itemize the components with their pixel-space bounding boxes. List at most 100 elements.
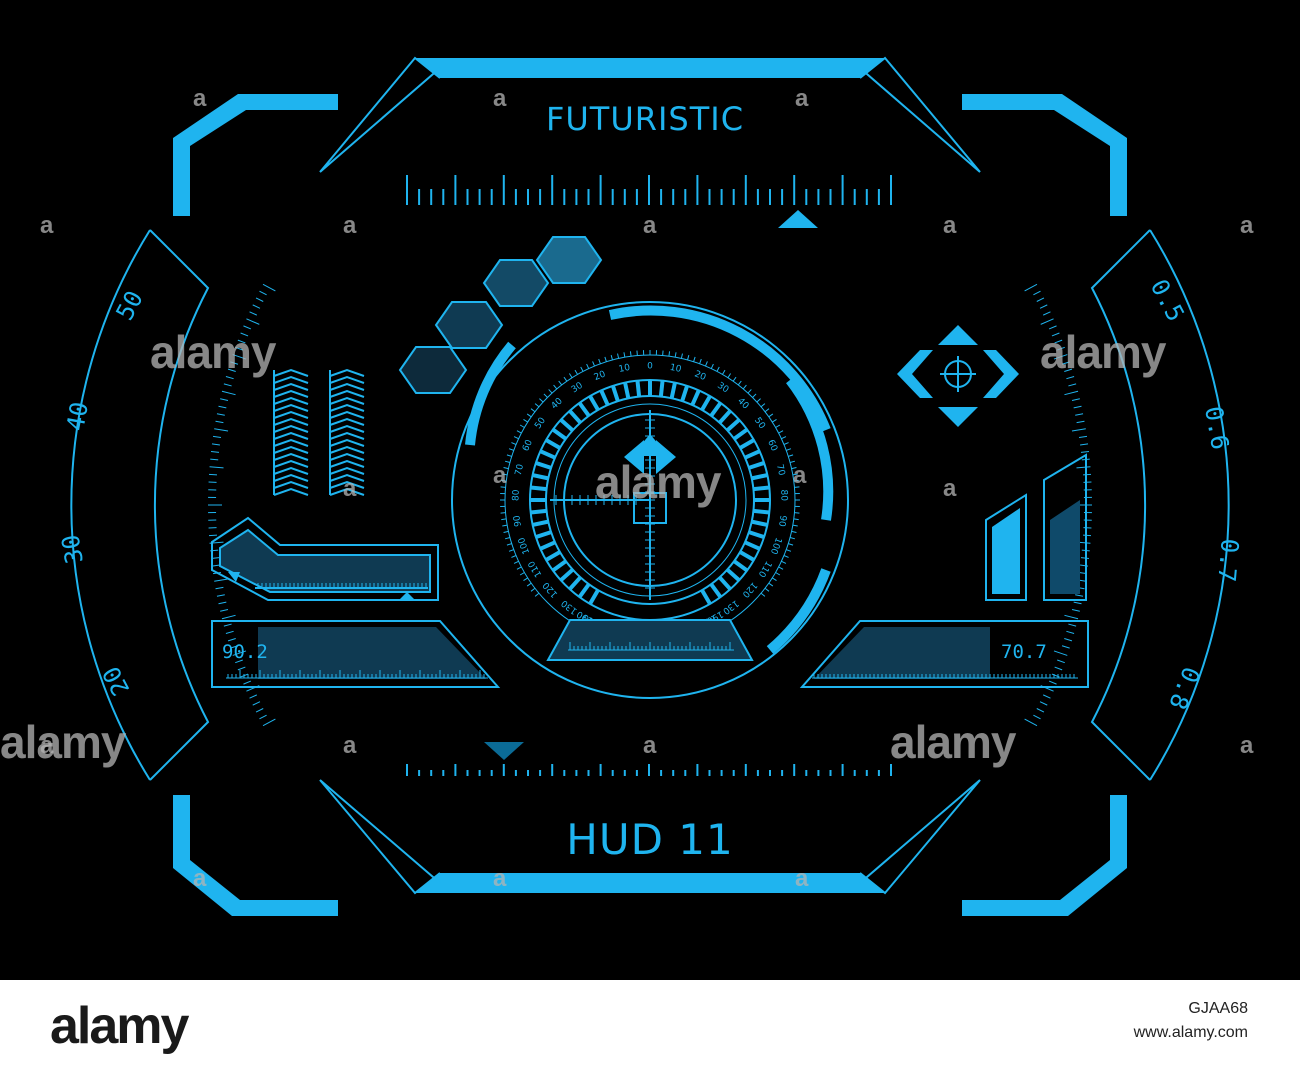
gauge-tick	[208, 473, 218, 476]
dial-tick	[502, 524, 508, 527]
bar-right-fill	[1050, 500, 1080, 594]
dial-segment	[744, 540, 761, 551]
bar-right-frame	[1043, 453, 1087, 601]
dial-tick	[501, 479, 507, 482]
chevron-mark	[329, 417, 365, 426]
gauge-tick	[227, 638, 236, 642]
gauge-tick	[210, 458, 219, 461]
left-gauge-label-40: 40	[61, 400, 94, 433]
hud-title-top: FUTURISTIC	[545, 100, 745, 138]
hexagon-3	[482, 259, 550, 307]
top-ruler	[406, 175, 892, 205]
gauge-tick	[1073, 405, 1082, 409]
watermark-glyph: a	[40, 732, 54, 759]
dial-label: 120	[740, 580, 759, 600]
chevron-mark	[273, 382, 309, 391]
bracket-top-right	[962, 94, 1127, 216]
dial-tick	[543, 393, 548, 398]
gauge-tick	[1080, 557, 1090, 559]
dial-tick	[508, 448, 514, 451]
dial-tick	[526, 582, 532, 587]
central-dial: 1020304050607080901001101201301401501601…	[451, 301, 849, 699]
gauge-tick	[255, 297, 264, 302]
watermark-4: alamy	[0, 716, 126, 768]
bar-left-frame	[985, 493, 1027, 601]
dial-tick	[604, 356, 607, 362]
watermark-glyph: a	[643, 212, 657, 239]
chevron-mark	[329, 473, 365, 482]
gauge-tick	[1053, 354, 1068, 360]
dial-segment	[748, 461, 765, 470]
gauge-tick	[1036, 297, 1045, 302]
gauge-tick	[243, 680, 252, 685]
dial-segment	[732, 559, 749, 573]
gauge-tick	[1076, 420, 1085, 424]
readout-left-value: 90.2	[222, 641, 268, 663]
gauge-tick	[211, 443, 220, 446]
hexagon-4	[535, 236, 603, 284]
chevron-mark	[273, 452, 309, 461]
dial-segment	[551, 559, 568, 573]
dial-tick	[530, 408, 536, 413]
dial-tick	[502, 473, 508, 476]
dial-label: 110	[527, 559, 545, 579]
chevron-mark	[273, 424, 309, 433]
bottom-bar	[415, 873, 885, 893]
gauge-tick	[215, 420, 224, 424]
dial-label: 80	[511, 489, 521, 501]
gauge-tick	[223, 623, 232, 627]
gauge-tick	[1051, 332, 1060, 337]
dial-tick	[768, 582, 774, 587]
dial-segment	[709, 582, 723, 599]
dial-segment	[532, 519, 549, 527]
dial-segment	[748, 530, 765, 539]
dial-tick	[506, 543, 512, 546]
bracket-top-left	[173, 94, 338, 216]
chevron-mark	[329, 375, 365, 384]
gauge-tick	[1033, 290, 1041, 296]
gauge-tick	[1073, 601, 1082, 605]
gauge-tick	[1064, 368, 1073, 372]
watermark-3: alamy	[1040, 326, 1166, 378]
dial-label: 100	[517, 536, 532, 556]
dial-segment	[753, 508, 770, 515]
gauge-tick	[1042, 694, 1051, 699]
dial-segment	[700, 589, 712, 605]
dial-tick	[793, 479, 799, 482]
gauge-tick	[209, 466, 224, 469]
right-gauge-label-0-7: 0.7	[1212, 537, 1244, 583]
dial-tick	[523, 577, 528, 582]
dial-segment	[690, 389, 701, 406]
dial-segment	[611, 385, 620, 402]
dial-tick	[699, 358, 702, 364]
chevron-mark	[273, 459, 309, 468]
dial-segment	[599, 389, 610, 406]
chevron-mark	[329, 487, 365, 496]
dial-tick	[792, 524, 798, 527]
gauge-tick	[1068, 623, 1077, 627]
dial-tick	[503, 467, 509, 470]
gauge-tick	[1048, 325, 1057, 330]
watermark-glyph: a	[343, 212, 357, 239]
gauge-tick	[1040, 318, 1054, 325]
dial-label: 10	[669, 363, 682, 375]
gauge-tick	[1075, 594, 1084, 597]
dial-label: 20	[693, 369, 708, 383]
dial-label: 90	[512, 514, 524, 527]
gauge-tick	[262, 283, 276, 292]
gauge-tick	[1080, 451, 1090, 453]
gauge-tick	[1075, 413, 1084, 416]
gauge-tick	[208, 534, 218, 537]
watermark-glyph: a	[643, 732, 657, 759]
gauge-tick	[223, 383, 232, 387]
gauge-tick	[252, 304, 261, 309]
bar-pair	[985, 453, 1087, 601]
left-angled-panel	[211, 516, 439, 601]
watermark-glyph: a	[793, 462, 807, 489]
dial-label: 0	[647, 362, 653, 372]
gauge-tick	[1054, 339, 1063, 344]
chevron-stacks	[273, 368, 365, 496]
gauge-tick	[1057, 659, 1065, 664]
gauge-tick	[259, 290, 267, 296]
chevron-mark	[273, 410, 309, 419]
